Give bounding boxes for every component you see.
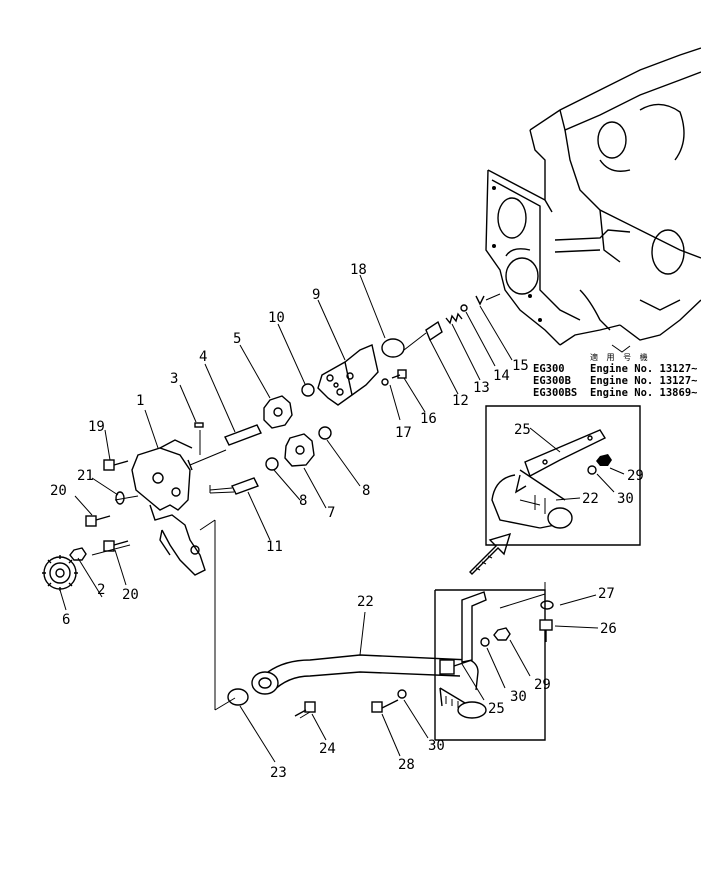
washer-17 [381, 378, 389, 386]
callout-23: 23 [270, 765, 287, 781]
gear-5 [263, 395, 293, 429]
callout-16: 16 [420, 411, 437, 427]
detail-box-lower [434, 582, 546, 741]
applicability-header: 適 用 号 機 [590, 352, 651, 362]
nut-2 [69, 547, 87, 561]
callout-29b: 29 [534, 677, 551, 693]
washer-30a [587, 465, 597, 475]
model-eg300: EG300 [533, 363, 565, 375]
callout-20a: 20 [50, 483, 67, 499]
callout-labels: 1 2 3 4 5 6 7 8 8 9 10 11 12 13 14 15 16… [50, 262, 644, 781]
callout-22a: 22 [582, 491, 599, 507]
callout-5: 5 [233, 331, 241, 347]
bolt-28 [371, 699, 399, 713]
serial-eg300bs: Engine No. 13869~ [590, 387, 697, 399]
pump-cover-9 [317, 344, 379, 406]
bolt-20a [85, 515, 111, 527]
o-ring-23 [227, 688, 249, 706]
bolt-26 [539, 619, 553, 642]
callout-26: 26 [600, 621, 617, 637]
spring-13 [445, 312, 463, 325]
bushing-10 [301, 383, 315, 397]
callout-1: 1 [136, 393, 144, 409]
assembly-lines [91, 293, 501, 719]
bushing-8a [265, 457, 279, 471]
callout-22b: 22 [357, 594, 374, 610]
callout-10: 10 [268, 310, 285, 326]
callout-25a: 25 [514, 422, 531, 438]
callout-30a: 30 [617, 491, 634, 507]
callout-13: 13 [473, 380, 490, 396]
callout-19: 19 [88, 419, 105, 435]
nut-29a [596, 454, 612, 466]
leader-lines [59, 274, 625, 763]
callout-3: 3 [170, 371, 178, 387]
washer-27 [540, 600, 554, 610]
relief-valve-12 [425, 320, 443, 342]
model-eg300b: EG300B [533, 375, 571, 387]
washer-21 [115, 491, 125, 505]
callout-28: 28 [398, 757, 415, 773]
callout-20b: 20 [122, 587, 139, 603]
callout-14: 14 [493, 368, 510, 384]
drive-gear [42, 555, 78, 591]
applicability-note: 適 用 号 機 EG300 Engine No. 13127~ EG300B E… [533, 352, 697, 399]
model-eg300bs: EG300BS [533, 387, 577, 399]
bracket-25-lower [439, 591, 487, 675]
bolt-16 [391, 369, 407, 379]
callout-30b: 30 [510, 689, 527, 705]
bushing-8b [318, 426, 332, 440]
shaft-11 [231, 477, 259, 495]
nut-29b [493, 627, 511, 641]
bolt-24 [294, 701, 316, 717]
callout-25b: 25 [488, 701, 505, 717]
pin-3 [194, 422, 204, 428]
gear-7 [284, 433, 315, 467]
washer-30c [397, 689, 407, 699]
callout-29a: 29 [627, 468, 644, 484]
callout-27: 27 [598, 586, 615, 602]
callout-6: 6 [62, 612, 70, 628]
callout-8a: 8 [299, 493, 307, 509]
callout-18: 18 [350, 262, 367, 278]
callout-7: 7 [327, 505, 335, 521]
o-ring-18 [381, 338, 405, 358]
callout-8b: 8 [362, 483, 370, 499]
oil-pump-body [131, 439, 206, 576]
serial-eg300b: Engine No. 13127~ [590, 375, 697, 387]
callout-15: 15 [512, 358, 529, 374]
callout-11: 11 [266, 539, 283, 555]
callout-12: 12 [452, 393, 469, 409]
engine-block [485, 47, 701, 353]
callout-21: 21 [77, 468, 94, 484]
callout-9: 9 [312, 287, 320, 303]
serial-eg300: Engine No. 13127~ [590, 363, 697, 375]
washer-30b [480, 637, 490, 647]
callout-17: 17 [395, 425, 412, 441]
shaft-4 [224, 424, 262, 446]
callout-2: 2 [97, 582, 105, 598]
washer-14 [460, 304, 468, 312]
bolt-19 [103, 459, 129, 471]
view-direction-arrow [469, 532, 512, 575]
cotter-pin-15 [475, 295, 485, 306]
callout-30c: 30 [428, 738, 445, 754]
suction-pipe-22 [251, 654, 487, 719]
callout-4: 4 [199, 349, 207, 365]
detail-box-upper [485, 405, 641, 546]
callout-24: 24 [319, 741, 336, 757]
